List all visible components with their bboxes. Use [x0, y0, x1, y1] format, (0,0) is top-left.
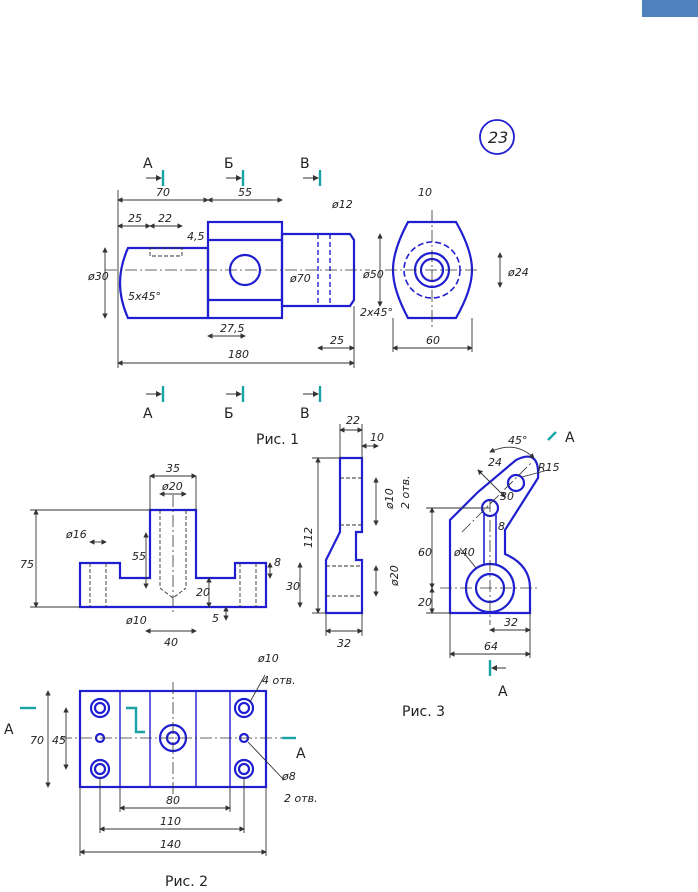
section-label-a-left: А — [4, 722, 14, 738]
svg-text:27,5: 27,5 — [220, 322, 245, 335]
svg-text:45°: 45° — [508, 434, 528, 447]
section-cut-marker-top-right — [547, 431, 557, 441]
svg-text:А: А — [143, 406, 153, 422]
svg-text:60: 60 — [426, 334, 440, 347]
svg-text:45: 45 — [52, 734, 66, 747]
svg-text:20: 20 — [196, 586, 210, 599]
svg-text:R15: R15 — [538, 461, 560, 474]
svg-text:5x45°: 5x45° — [128, 290, 161, 303]
section-marker-a-bottom-fig3: А — [488, 660, 508, 700]
svg-text:60: 60 — [418, 546, 432, 559]
lever-front-view — [448, 455, 540, 615]
svg-text:80: 80 — [166, 794, 180, 807]
svg-text:180: 180 — [228, 348, 249, 361]
svg-text:ø10: ø10 — [257, 652, 279, 665]
section-marker-v-top: В — [300, 156, 322, 186]
svg-text:30: 30 — [286, 580, 300, 593]
svg-text:112: 112 — [302, 527, 315, 548]
svg-text:ø8: ø8 — [281, 770, 296, 783]
svg-text:В: В — [300, 406, 310, 422]
svg-text:ø50: ø50 — [362, 268, 384, 281]
svg-text:30: 30 — [500, 490, 514, 503]
svg-text:ø24: ø24 — [507, 266, 529, 279]
svg-text:4 отв.: 4 отв. — [262, 674, 296, 687]
section-marker-v-bottom: В — [300, 386, 322, 422]
svg-text:8: 8 — [498, 520, 505, 533]
svg-text:А: А — [143, 156, 153, 172]
svg-text:40: 40 — [164, 636, 178, 649]
svg-text:70: 70 — [156, 186, 170, 199]
svg-text:ø40: ø40 — [453, 546, 475, 559]
figure-3: 22 10 112 ø10 2 отв. ø20 32 А — [302, 414, 575, 720]
figure-1: А Б В — [87, 156, 529, 448]
svg-text:20: 20 — [418, 596, 432, 609]
svg-text:ø16: ø16 — [65, 528, 87, 541]
svg-text:ø30: ø30 — [87, 270, 109, 283]
svg-text:8: 8 — [274, 556, 281, 569]
svg-text:2 отв.: 2 отв. — [399, 475, 412, 509]
figure-3-caption: Рис. 3 — [402, 704, 445, 720]
sheet-number-badge: 23 — [479, 119, 515, 155]
svg-text:25: 25 — [128, 212, 142, 225]
svg-text:64: 64 — [484, 640, 498, 653]
section-marker-b-bottom: Б — [224, 386, 245, 422]
figure-2-caption: Рис. 2 — [165, 874, 208, 890]
section-marker-a-bottom: А — [143, 386, 165, 422]
svg-text:25: 25 — [330, 334, 344, 347]
svg-text:22: 22 — [346, 414, 360, 427]
svg-text:24: 24 — [488, 456, 502, 469]
section-marker-b-top: Б — [224, 156, 245, 186]
svg-text:2x45°: 2x45° — [360, 306, 393, 319]
section-cut-line — [20, 706, 296, 740]
figure-2: 35 ø20 ø16 55 75 8 30 20 5 ø10 40 — [4, 462, 318, 890]
svg-text:2 отв.: 2 отв. — [284, 792, 318, 805]
svg-text:Б: Б — [224, 156, 234, 172]
svg-text:22: 22 — [158, 212, 172, 225]
lever-side-view — [324, 456, 364, 615]
svg-text:75: 75 — [20, 558, 34, 571]
figure-1-caption: Рис. 1 — [256, 432, 299, 448]
page-corner-tab — [642, 0, 698, 17]
svg-text:55: 55 — [238, 186, 252, 199]
section-marker-a-top: А — [143, 156, 165, 186]
svg-text:ø70: ø70 — [289, 272, 311, 285]
svg-text:10: 10 — [370, 431, 384, 444]
svg-text:ø12: ø12 — [331, 198, 353, 211]
svg-text:10: 10 — [418, 186, 432, 199]
bracket-front-view — [78, 508, 268, 609]
svg-text:ø10: ø10 — [125, 614, 147, 627]
svg-text:110: 110 — [160, 815, 181, 828]
svg-text:35: 35 — [166, 462, 180, 475]
svg-text:Б: Б — [224, 406, 234, 422]
svg-text:32: 32 — [337, 637, 351, 650]
sheet-number: 23 — [488, 128, 508, 147]
svg-text:5: 5 — [212, 612, 219, 625]
svg-text:ø20: ø20 — [388, 565, 401, 587]
section-label-a-top: А — [565, 430, 575, 446]
svg-text:140: 140 — [160, 838, 181, 851]
svg-text:4,5: 4,5 — [187, 230, 205, 243]
svg-text:32: 32 — [504, 616, 518, 629]
svg-text:ø10: ø10 — [383, 488, 396, 510]
section-label-a-right: А — [296, 746, 306, 762]
svg-text:ø20: ø20 — [161, 480, 183, 493]
svg-text:А: А — [498, 684, 508, 700]
svg-text:В: В — [300, 156, 310, 172]
svg-text:55: 55 — [132, 550, 146, 563]
svg-text:70: 70 — [30, 734, 44, 747]
